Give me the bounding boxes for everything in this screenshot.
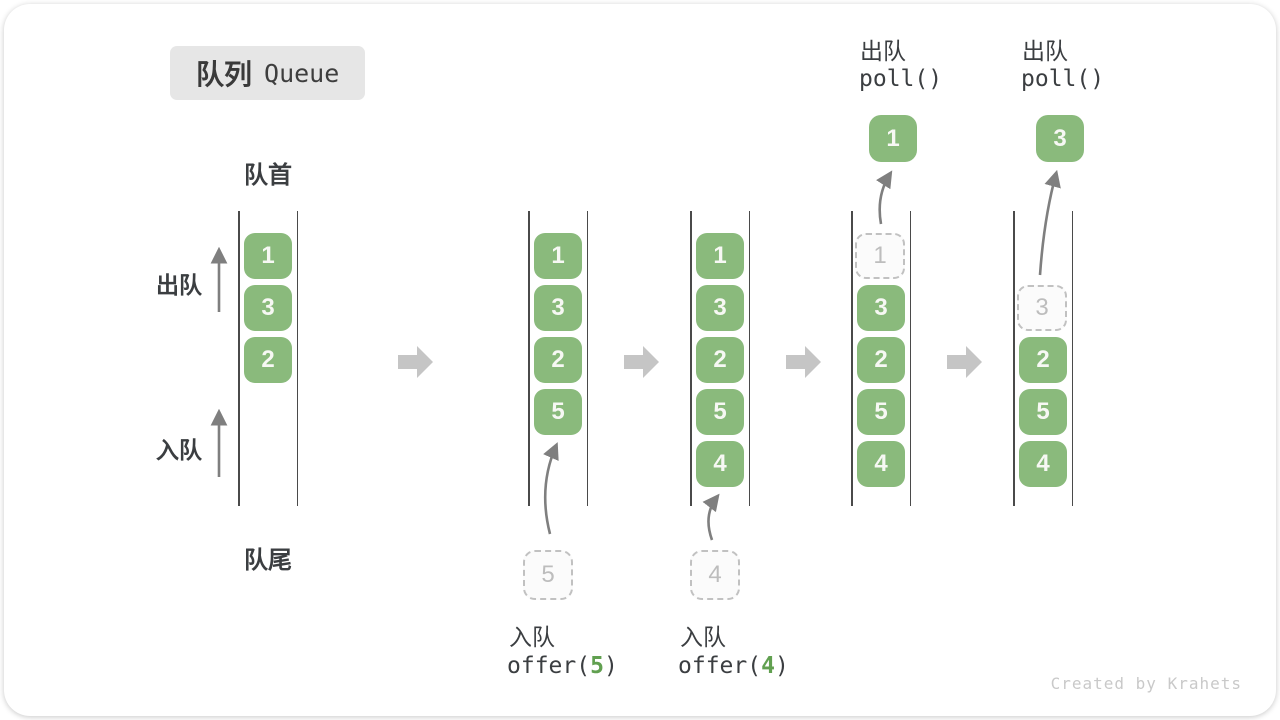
queue-element: 2 (1019, 337, 1067, 383)
queue-element: 5 (696, 389, 744, 435)
queue-element: 1 (244, 233, 292, 279)
queue-element: 3 (244, 285, 292, 331)
enqueue-side-label: 入队 (156, 437, 202, 463)
queue-state-5: 3 2 5 4 (1013, 211, 1073, 506)
queue-element: 1 (534, 233, 582, 279)
queue-element: 4 (1019, 441, 1067, 487)
watermark: Created by Krahets (1050, 674, 1242, 693)
queue-element: 2 (696, 337, 744, 383)
queue-rear-label: 队尾 (244, 547, 292, 574)
queue-wall-left (690, 211, 692, 506)
queue-state-3: 1 3 2 5 4 (690, 211, 750, 506)
title-en: Queue (264, 58, 340, 88)
queue-wall-left (528, 211, 530, 506)
dequeue-op-code: poll() (1021, 66, 1105, 92)
queue-element: 3 (534, 285, 582, 331)
title-badge: 队列 Queue (170, 46, 366, 100)
transition-arrow-icon (398, 346, 433, 378)
code-prefix: offer( (507, 653, 591, 679)
polled-element: 1 (869, 115, 917, 162)
queue-element: 5 (1019, 389, 1067, 435)
polled-element: 3 (1036, 115, 1084, 162)
queue-state-2: 1 3 2 5 (528, 211, 588, 506)
queue-element: 5 (534, 389, 582, 435)
queue-element: 4 (857, 441, 905, 487)
queue-wall-right (748, 211, 750, 506)
transition-arrow-icon (786, 346, 821, 378)
transition-arrow-icon (947, 346, 982, 378)
queue-element: 2 (857, 337, 905, 383)
queue-element-removed: 3 (1017, 285, 1067, 331)
transition-arrow-icon (624, 346, 659, 378)
queue-wall-left (238, 211, 240, 506)
queue-element-removed: 1 (855, 233, 905, 279)
queue-element: 2 (244, 337, 292, 383)
title-zh: 队列 (196, 59, 253, 90)
queue-front-label: 队首 (244, 162, 292, 189)
pending-element: 5 (523, 550, 573, 600)
queue-wall-right (296, 211, 298, 506)
dequeue-op-code: poll() (859, 66, 943, 92)
queue-element: 1 (696, 233, 744, 279)
code-suffix: ) (774, 653, 789, 679)
queue-element: 4 (696, 441, 744, 487)
queue-wall-left (1013, 211, 1015, 506)
queue-state-1: 1 3 2 (238, 211, 298, 506)
queue-element: 5 (857, 389, 905, 435)
pending-element: 4 (690, 550, 740, 600)
dequeue-op-label: 出队 (1022, 38, 1068, 64)
dequeue-op-label: 出队 (860, 38, 906, 64)
queue-state-4: 1 3 2 5 4 (851, 211, 911, 506)
enqueue-op-label: 入队 (509, 624, 555, 650)
queue-wall-left (851, 211, 853, 506)
queue-wall-right (586, 211, 588, 506)
queue-element: 2 (534, 337, 582, 383)
code-arg: 5 (590, 653, 604, 679)
queue-wall-right (1071, 211, 1073, 506)
code-arg: 4 (761, 653, 775, 679)
code-suffix: ) (603, 653, 618, 679)
enqueue-op-label: 入队 (680, 624, 726, 650)
code-prefix: offer( (678, 653, 762, 679)
queue-element: 3 (696, 285, 744, 331)
enqueue-op-code: offer(4) (678, 653, 789, 679)
queue-element: 3 (857, 285, 905, 331)
dequeue-side-label: 出队 (156, 272, 202, 298)
enqueue-op-code: offer(5) (507, 653, 618, 679)
queue-wall-right (909, 211, 911, 506)
